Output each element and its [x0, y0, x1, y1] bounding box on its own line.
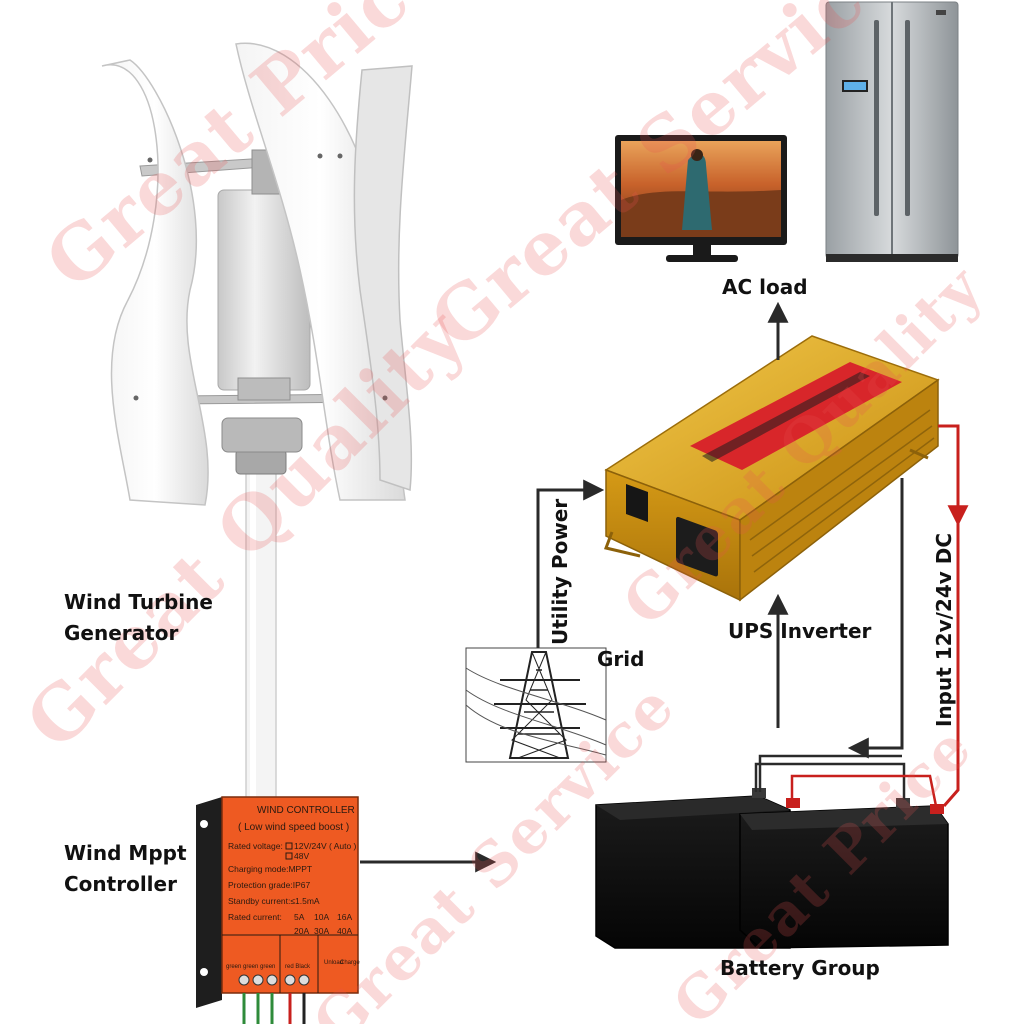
input-dc-label: Input 12v/24v DC — [932, 532, 956, 727]
power-tower-icon — [465, 647, 607, 763]
controller-terminal-label: Unload — [324, 960, 344, 966]
controller-subtitle: ( Low wind speed boost ) — [238, 822, 350, 833]
controller-terminal-label: red Black — [285, 964, 311, 970]
controller-terminal-label: Charge — [340, 960, 360, 966]
controller-rated-voltage-value: 12V/24V ( Auto ) — [294, 841, 357, 851]
controller-standby-current: Standby current:≤1.5mA — [228, 896, 320, 906]
inverter-icon — [603, 335, 940, 602]
ups-inverter-label: UPS Inverter — [728, 619, 872, 643]
dc-input-wire — [938, 424, 960, 807]
inverter-to-battery-arrow — [847, 478, 904, 759]
controller-rated-current: Rated current: — [228, 912, 282, 922]
wind-turbine-label: Wind Turbine — [64, 590, 213, 614]
wind-turbine-label-line2: Generator — [64, 621, 179, 645]
connection-lines — [360, 301, 969, 873]
grid-label: Grid — [597, 647, 645, 671]
battery-wire-dark — [758, 754, 902, 792]
controller-current-option: 30A — [314, 926, 330, 936]
mppt-controller-label: Wind Mppt — [64, 841, 187, 865]
mppt-controller-label-line2: Controller — [64, 872, 177, 896]
controller-charging-mode: Charging mode:MPPT — [228, 864, 313, 874]
wind-turbine-icon — [101, 42, 413, 801]
controller-current-option: 5A — [294, 912, 305, 922]
controller-protection-grade: Protection grade:IP67 — [228, 880, 311, 890]
battery-wire-dark-2 — [754, 762, 906, 800]
ac-load-label: AC load — [722, 275, 808, 299]
battery-group-label: Battery Group — [720, 956, 880, 980]
controller-title: WIND CONTROLLER — [257, 805, 355, 816]
utility-power-label: Utility Power — [548, 498, 572, 645]
controller-current-option: 10A — [314, 912, 330, 922]
grid-to-inverter-arrow — [536, 479, 605, 648]
controller-alt-voltage: 48V — [294, 851, 310, 861]
controller-current-option: 20A — [294, 926, 310, 936]
battery-wire-red — [790, 774, 938, 807]
charge-controller-icon — [196, 796, 359, 1024]
controller-current-option: 16A — [337, 912, 353, 922]
controller-rated-voltage: Rated voltage: — [228, 841, 283, 851]
refrigerator-icon — [825, 1, 959, 262]
battery-icon — [595, 788, 949, 949]
controller-current-option: 40A — [337, 926, 353, 936]
monitor-icon — [615, 135, 787, 262]
controller-terminal-label: green green green — [226, 964, 276, 970]
